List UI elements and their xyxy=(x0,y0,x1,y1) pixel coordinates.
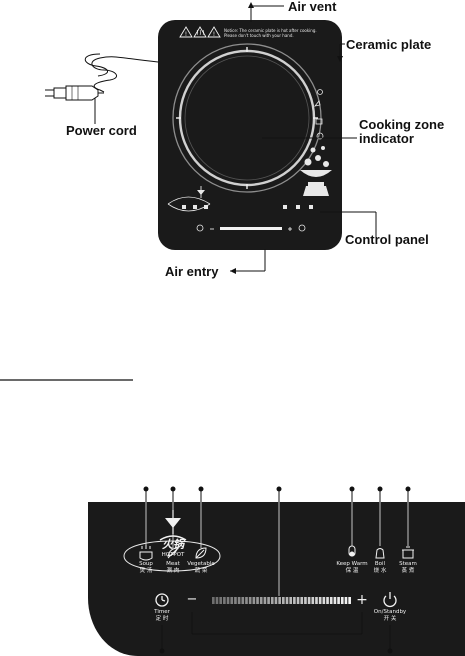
vegetable-label-en: Vegetable xyxy=(187,561,215,567)
slider-segment xyxy=(348,597,351,604)
slider-segment xyxy=(334,597,337,604)
ceramic-plate-label: Ceramic plate xyxy=(346,38,431,51)
plug-icon xyxy=(45,86,104,100)
slider-segment xyxy=(256,597,259,604)
power-level-bar xyxy=(220,227,282,230)
plus-sign: + xyxy=(356,592,368,608)
boil-icon xyxy=(296,205,300,209)
slider-segment xyxy=(230,597,233,604)
slider-segment xyxy=(315,597,318,604)
slider-segment xyxy=(319,597,322,604)
steam-icon xyxy=(309,205,313,209)
exclamation-icon: ! xyxy=(213,31,215,38)
boil-label-en: Boil xyxy=(375,561,386,567)
slider-segment xyxy=(345,597,348,604)
soup-label-en: Soup xyxy=(139,561,153,567)
slider-segment xyxy=(219,597,222,604)
slider-segment xyxy=(282,597,285,604)
slider-segment xyxy=(297,597,300,604)
soup-label-cn: 煲 汤 xyxy=(140,566,153,574)
slider-segment xyxy=(330,597,333,604)
slider-segment xyxy=(253,597,256,604)
slider-segment xyxy=(304,597,307,604)
power-cord-label: Power cord xyxy=(66,124,137,137)
cooktop-body xyxy=(158,20,342,250)
slider-segment xyxy=(278,597,281,604)
slider-segment xyxy=(241,597,244,604)
cooking-zone-label-line1: Cooking zone xyxy=(359,118,444,131)
slider-segment xyxy=(323,597,326,604)
slider-segment xyxy=(238,597,241,604)
slider-segment xyxy=(293,597,296,604)
steam-label-en: Steam xyxy=(399,561,417,567)
steam-label-cn: 蒸 煮 xyxy=(402,566,415,574)
slider-segment xyxy=(234,597,237,604)
top-callout-dots xyxy=(144,487,411,492)
slider-segment xyxy=(223,597,226,604)
slider-segment xyxy=(300,597,303,604)
keep-warm-icon xyxy=(283,205,287,209)
slider-segment xyxy=(311,597,314,604)
enlarged-control-panel xyxy=(88,502,465,656)
slider-segment xyxy=(337,597,340,604)
timer-label-en: Timer xyxy=(153,609,170,615)
top-callout-pins xyxy=(146,489,408,502)
slider-segment xyxy=(264,597,267,604)
slider-segment xyxy=(271,597,274,604)
keep-warm-label-cn: 保 温 xyxy=(346,566,359,574)
vegetable-label-cn: 蔬 菜 xyxy=(195,566,208,574)
soup-icon xyxy=(182,205,186,209)
slider-segment xyxy=(341,597,344,604)
air-entry-label: Air entry xyxy=(165,265,218,278)
slider-segment xyxy=(260,597,263,604)
power-cord xyxy=(85,54,158,92)
minus-sign: − xyxy=(187,592,198,607)
warning-text-line2: Please don't touch with your hand. xyxy=(224,33,294,38)
slider-segment xyxy=(245,597,248,604)
standby-label-cn: 开 关 xyxy=(384,614,397,622)
slider-segment xyxy=(227,597,230,604)
slider-segment xyxy=(286,597,289,604)
slider-segment xyxy=(216,597,219,604)
slider-segment xyxy=(289,597,292,604)
standby-label-en: On/Standby xyxy=(374,609,407,615)
control-panel-label: Control panel xyxy=(345,233,429,246)
meat-label-en: Meat xyxy=(166,561,180,567)
slider-segment xyxy=(249,597,252,604)
meat-label-cn: 涮 肉 xyxy=(167,566,180,574)
timer-label-cn: 定 时 xyxy=(156,614,169,622)
slider-segment xyxy=(267,597,270,604)
vegetable-icon xyxy=(204,205,208,209)
meat-icon xyxy=(193,205,197,209)
cooking-zone-label-line2: indicator xyxy=(359,132,414,145)
boil-label-cn: 烧 水 xyxy=(374,566,387,574)
slider-segment xyxy=(308,597,311,604)
slider-segment xyxy=(212,597,215,604)
slider-segment xyxy=(275,597,278,604)
air-vent-label: Air vent xyxy=(288,0,336,13)
exclamation-icon: ! xyxy=(185,31,187,38)
slider-segment xyxy=(326,597,329,604)
keep-warm-label-en: Keep Warm xyxy=(336,561,367,567)
